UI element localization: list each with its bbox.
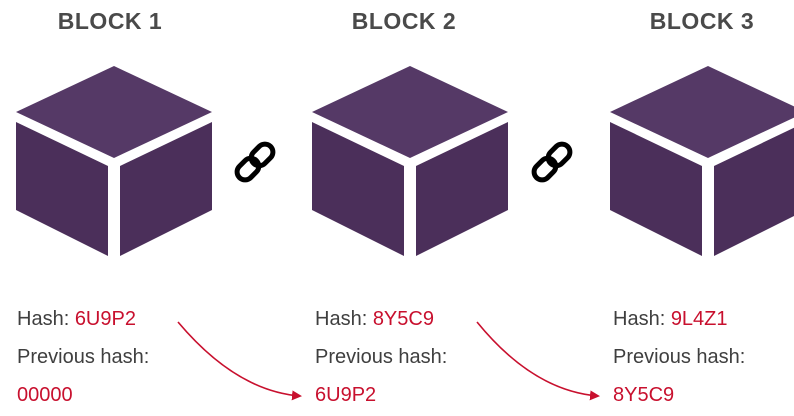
block-1-prev-label: Previous hash: <box>17 346 150 368</box>
block-2-title: BLOCK 2 <box>351 8 457 34</box>
chain-link-icon <box>531 141 573 183</box>
hash-label: Hash: <box>315 308 368 330</box>
hash-label: Hash: <box>613 308 666 330</box>
block-1-hash-line: Hash: 6U9P2 <box>17 308 136 331</box>
hash-label: Hash: <box>17 308 70 330</box>
arrow-block2-to-block3 <box>476 321 600 401</box>
block-3-hash-line: Hash: 9L4Z1 <box>613 308 728 331</box>
block-1-prev-hash: 00000 <box>17 384 73 406</box>
block-3-title: BLOCK 3 <box>649 8 755 34</box>
block-3-cube-icon <box>610 66 794 256</box>
block-3-prev-hash: 8Y5C9 <box>613 384 675 406</box>
block-3-hash: 9L4Z1 <box>670 308 728 330</box>
block-2-hash: 8Y5C9 <box>372 308 434 330</box>
chain-link-icon <box>234 141 276 183</box>
block-1-title: BLOCK 1 <box>57 8 163 34</box>
block-2-cube-icon <box>312 66 508 256</box>
block-2-hash-line: Hash: 8Y5C9 <box>315 308 434 331</box>
block-2-prev-label: Previous hash: <box>315 346 448 368</box>
block-1-cube-icon <box>16 66 212 256</box>
arrow-block1-to-block2 <box>177 321 302 401</box>
block-2-prev-hash: 6U9P2 <box>315 384 377 406</box>
block-3-prev-label: Previous hash: <box>613 346 746 368</box>
block-1-hash: 6U9P2 <box>74 308 136 330</box>
